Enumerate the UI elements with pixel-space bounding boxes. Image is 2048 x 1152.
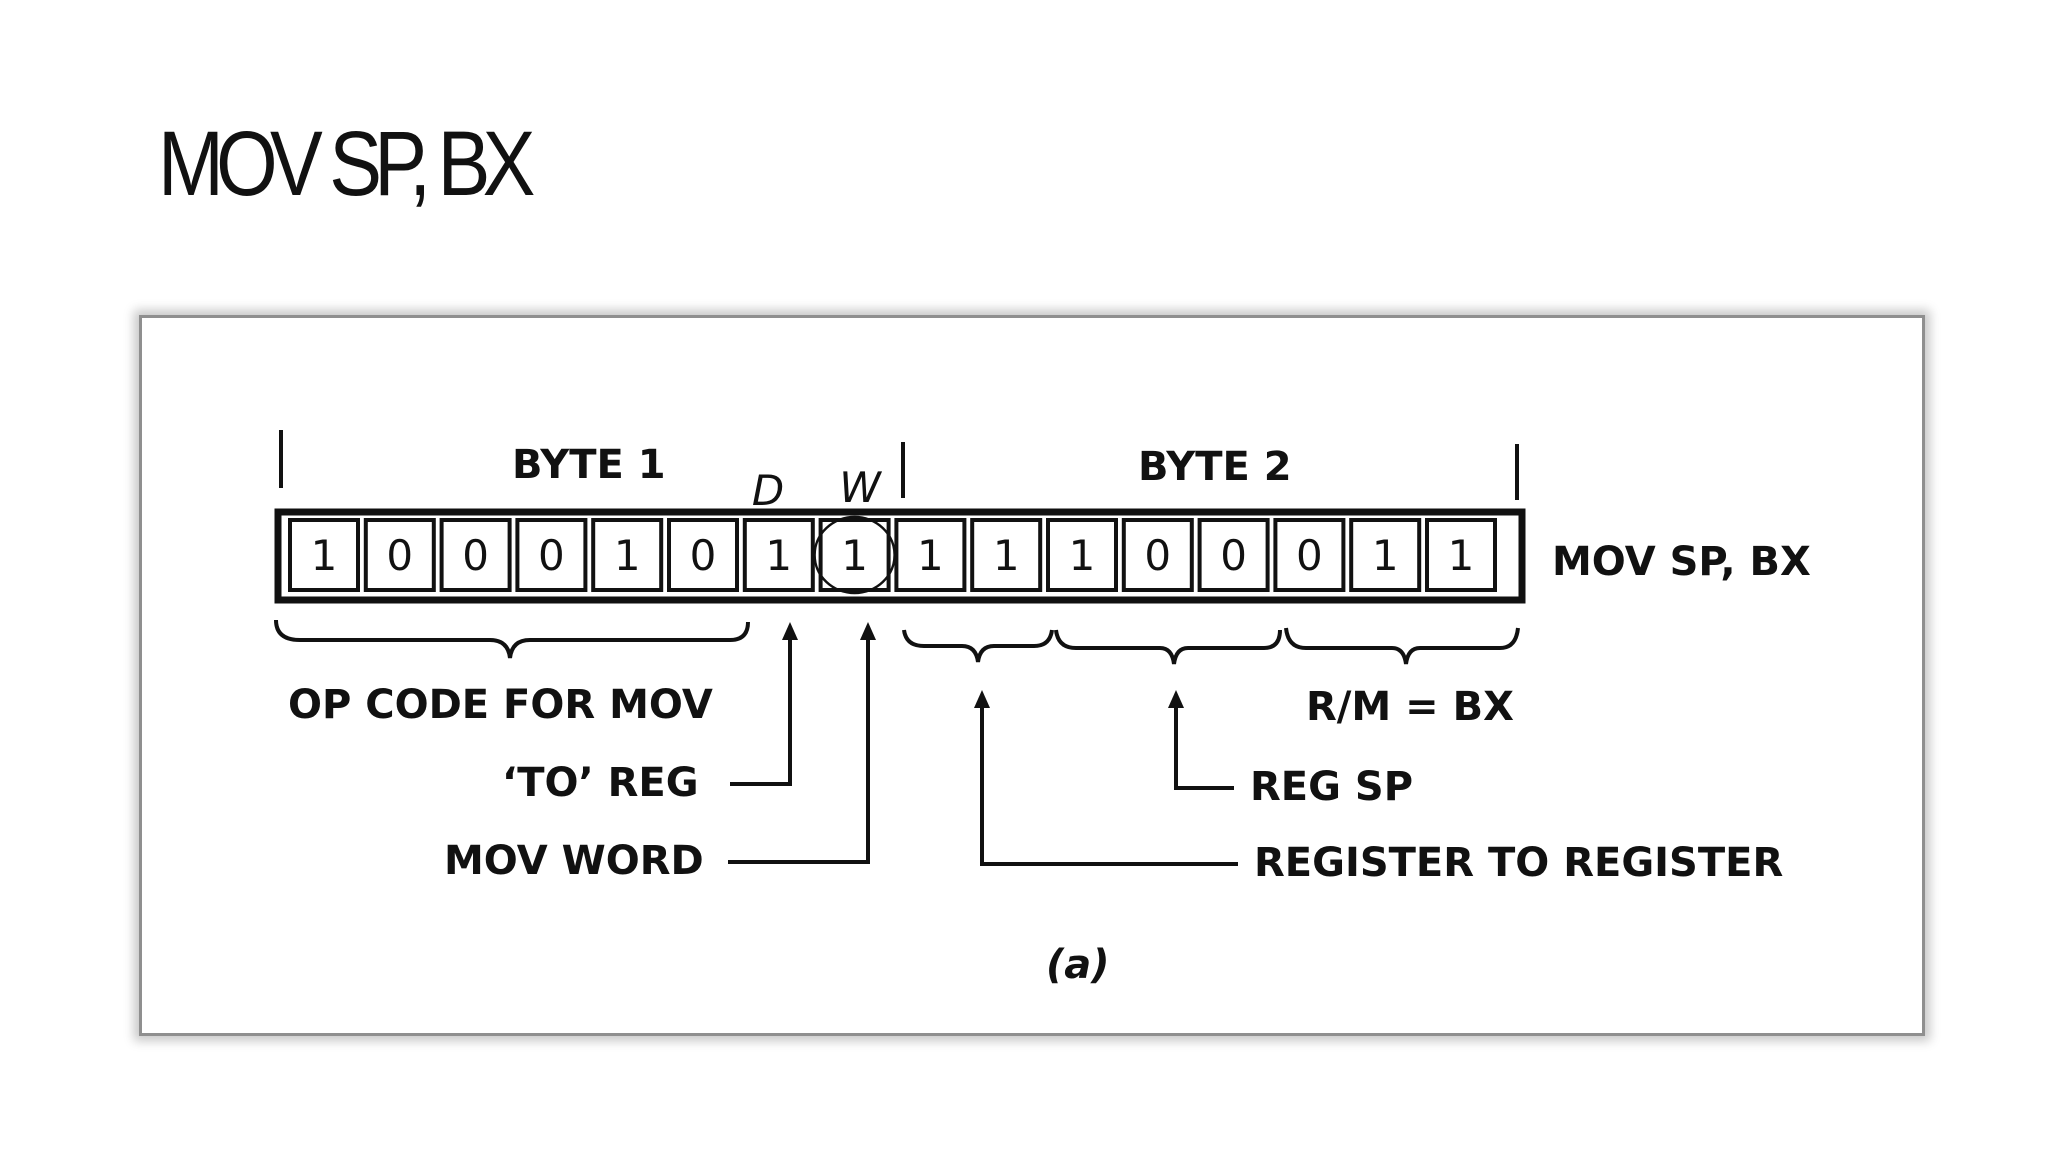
bit-value-7: 1 bbox=[841, 531, 868, 580]
bit-cell-13 bbox=[1273, 518, 1346, 592]
reg-brace bbox=[1054, 629, 1282, 665]
to-reg-label: ‘TO’ REG bbox=[502, 760, 699, 806]
bit-cell-10 bbox=[1046, 518, 1118, 592]
bit-value-14: 1 bbox=[1372, 531, 1399, 580]
bit-cell-14 bbox=[1349, 518, 1422, 592]
mod-brace bbox=[902, 629, 1054, 663]
bit-cell-8 bbox=[894, 518, 967, 592]
bit-value-4: 1 bbox=[614, 531, 641, 580]
bit-value-3: 0 bbox=[538, 531, 565, 580]
byte1-label: BYTE 1 bbox=[512, 442, 666, 488]
bit-value-1: 0 bbox=[386, 531, 413, 580]
mov-word-leader bbox=[728, 636, 870, 864]
bit-cell-9 bbox=[970, 518, 1043, 592]
bit-value-6: 1 bbox=[765, 531, 792, 580]
bit-cell-2 bbox=[439, 518, 512, 592]
bit-cell-7 bbox=[818, 518, 891, 592]
byte2-label: BYTE 2 bbox=[1138, 444, 1292, 490]
reg-to-reg-label: REGISTER TO REGISTER bbox=[1254, 840, 1783, 886]
reg-to-reg-arrowhead bbox=[974, 690, 990, 708]
reg-sp-label: REG SP bbox=[1250, 764, 1413, 810]
rm-brace bbox=[1284, 627, 1520, 665]
bit-value-15: 1 bbox=[1448, 531, 1475, 580]
bit-value-2: 0 bbox=[462, 531, 489, 580]
figure-caption: (a) bbox=[1046, 942, 1110, 988]
bit-value-8: 1 bbox=[917, 531, 944, 580]
bit-value-11: 0 bbox=[1144, 531, 1171, 580]
bit-value-13: 0 bbox=[1296, 531, 1323, 580]
to-reg-leader bbox=[730, 636, 792, 786]
bit-cell-15 bbox=[1425, 518, 1497, 592]
reg-to-reg-leader bbox=[980, 704, 1238, 866]
bit-value-10: 1 bbox=[1069, 531, 1096, 580]
instruction-register-box bbox=[274, 508, 1526, 604]
bit-cell-11 bbox=[1121, 518, 1194, 592]
opcode-brace bbox=[274, 619, 750, 659]
w-bit-label: W bbox=[839, 463, 882, 512]
to-reg-arrowhead bbox=[782, 622, 798, 640]
slide-title: MOV SP, BX bbox=[158, 113, 535, 215]
bit-cell-4 bbox=[591, 518, 664, 592]
mov-word-arrowhead bbox=[860, 622, 876, 640]
rm-label: R/M = BX bbox=[1306, 684, 1514, 730]
bit-value-9: 1 bbox=[993, 531, 1020, 580]
reg-sp-arrowhead bbox=[1168, 690, 1184, 708]
bit-value-12: 0 bbox=[1220, 531, 1247, 580]
bit-cell-6 bbox=[742, 518, 815, 592]
bit-cell-3 bbox=[515, 518, 588, 592]
bit-cell-5 bbox=[667, 518, 739, 592]
instruction-label: MOV SP, BX bbox=[1552, 539, 1811, 585]
bit-value-5: 0 bbox=[690, 531, 717, 580]
mov-word-label: MOV WORD bbox=[444, 838, 704, 884]
figure-frame bbox=[139, 315, 1925, 1036]
reg-sp-leader bbox=[1174, 704, 1234, 790]
opcode-label: OP CODE FOR MOV bbox=[288, 682, 713, 728]
bit-cell-12 bbox=[1197, 518, 1270, 592]
w-bit-circle bbox=[813, 515, 896, 595]
bit-cell-1 bbox=[363, 518, 436, 592]
bit-value-0: 1 bbox=[311, 531, 338, 580]
bit-cell-0 bbox=[288, 518, 360, 592]
d-bit-label: D bbox=[752, 466, 784, 515]
